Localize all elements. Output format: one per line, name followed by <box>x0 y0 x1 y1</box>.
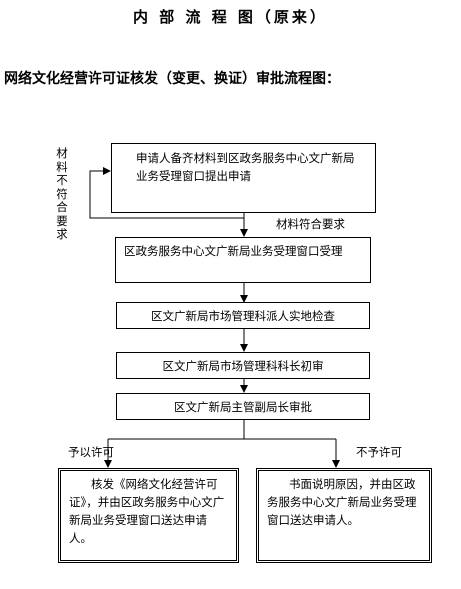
label-materials-ok: 材料符合要求 <box>276 217 345 231</box>
result-approve: 核发《网络文化经营许可证》，并由区政务服务中心文广新局业务受理窗口送达申请人。 <box>58 468 239 563</box>
step-apply: 申请人备齐材料到区政务服务中心文广新局业务受理窗口提出申请 <box>111 143 376 213</box>
document-title: 内 部 流 程 图（原来） <box>133 8 328 26</box>
step-inspect: 区文广新局市场管理科派人实地检查 <box>116 302 370 329</box>
step-initial-review: 区文广新局市场管理科科长初审 <box>116 352 370 379</box>
flowchart-title: 网络文化经营许可证核发（变更、换证）审批流程图： <box>4 71 340 87</box>
label-approve: 予以许可 <box>68 445 114 459</box>
label-reject: 不予许可 <box>356 445 402 459</box>
step-accept: 区政务服务中心文广新局业务受理窗口受理 <box>115 237 371 283</box>
label-materials-not-ok: 材料不符合要求 <box>56 146 68 241</box>
result-reject: 书面说明原因，并由区政务服务中心文广新局业务受理窗口送达申请人。 <box>256 468 432 563</box>
step-approval: 区文广新局主管副局长审批 <box>116 393 370 420</box>
